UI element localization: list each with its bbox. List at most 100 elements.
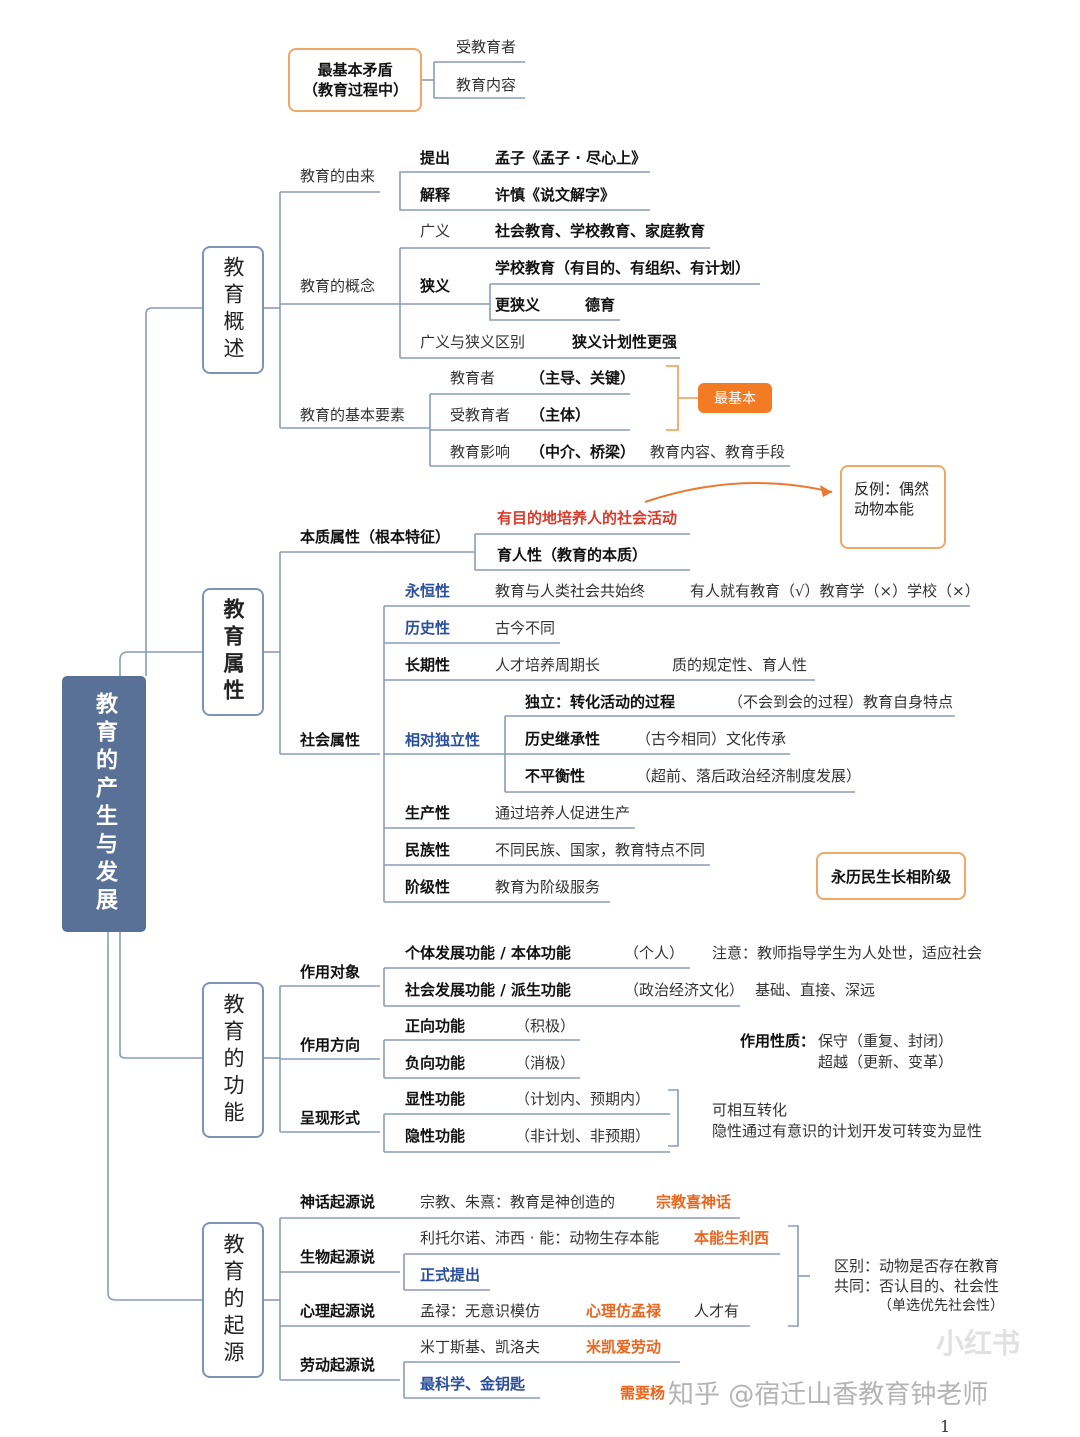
social-r4a-value: （不会到会的过程）教育自身特点 (728, 693, 954, 711)
element-2-value: （主体） (530, 406, 591, 424)
essence-value-1: 有目的地培养人的社会活动 (497, 509, 678, 527)
essence-value-2: 育人性（教育的本质） (497, 546, 648, 564)
fn-nature-2: 超越（更新、变革） (818, 1053, 954, 1071)
social-r1-value: 教育与人类社会共始终 (495, 582, 646, 600)
origin-labor-label: 劳动起源说 (300, 1356, 376, 1374)
section-attributes: 教育属性 (202, 588, 264, 716)
essence-label: 本质属性（根本特征） (300, 528, 451, 546)
social-r2-key: 历史性 (405, 619, 451, 637)
origin-myth-label: 神话起源说 (300, 1193, 376, 1211)
fn-object-b-key: 社会发展功能 / 派生功能 (405, 981, 571, 999)
counter-example-box: 反例：偶然动物本能 (840, 465, 946, 549)
social-r4-key: 相对独立性 (405, 731, 481, 749)
social-r2-value: 古今不同 (495, 619, 556, 637)
page-number: 1 (940, 1417, 951, 1436)
top-note-item-1: 受教育者 (456, 38, 517, 56)
root-topic: 教育的产生与发展 (62, 676, 146, 932)
fn-form-a-key: 显性功能 (405, 1090, 466, 1108)
elements-label: 教育的基本要素 (300, 406, 406, 424)
origin-bio-formal: 正式提出 (420, 1266, 481, 1284)
origin-labor-mnemonic: 米凯爱劳动 (586, 1338, 662, 1356)
concept-narrow-value-2-value: 德育 (585, 296, 616, 314)
social-r1-note: 有人就有教育（√）教育学（×）学校（×） (690, 582, 980, 600)
watermark-brand: 小红书 (936, 1327, 1021, 1360)
top-note-item-2: 教育内容 (456, 76, 517, 94)
social-r4b-value: （古今相同）文化传承 (636, 730, 787, 748)
origin-bio-label: 生物起源说 (300, 1248, 376, 1266)
element-1-key: 教育者 (450, 369, 496, 387)
social-r4c-key: 不平衡性 (525, 767, 586, 785)
element-3-value: （中介、桥梁） (530, 443, 636, 461)
mnemonic-text: 永历民生长相阶级 (830, 867, 951, 886)
fn-direction-b-key: 负向功能 (405, 1054, 466, 1072)
concept-broad-value: 社会教育、学校教育、家庭教育 (495, 222, 706, 240)
most-basic-tag: 最基本 (698, 383, 772, 413)
social-r4a-key: 独立：转化活动的过程 (525, 693, 676, 711)
social-r3-note: 质的规定性、育人性 (672, 656, 808, 674)
fn-object-a-note: 注意：教师指导学生为人处世，适应社会 (712, 944, 983, 962)
social-r3-key: 长期性 (405, 656, 451, 674)
fn-direction-a-key: 正向功能 (405, 1017, 466, 1035)
social-r4c-value: （超前、落后政治经济制度发展） (636, 767, 862, 785)
section-functions: 教育的功能 (202, 982, 264, 1138)
origin-r1-value: 孟子《孟子 · 尽心上》 (495, 149, 647, 167)
origin-psy-label: 心理起源说 (300, 1302, 376, 1320)
origin-r2-key: 解释 (420, 186, 451, 204)
origin-compare-diff: 区别：动物是否存在教育 (834, 1257, 1000, 1275)
fn-object-b-note: 基础、直接、深远 (755, 981, 876, 999)
origin-psy-value: 孟禄：无意识模仿 (420, 1302, 541, 1320)
concept-label: 教育的概念 (300, 277, 376, 295)
basic-contradiction-label: 最基本矛盾（教育过程中） (303, 61, 409, 99)
origin-r2-value: 许慎《说文解字》 (495, 186, 616, 204)
fn-direction-a-value: （积极） (515, 1017, 576, 1035)
fn-object-label: 作用对象 (300, 963, 361, 981)
concept-diff-value: 狭义计划性更强 (572, 333, 678, 351)
fn-form-b-value: （非计划、非预期） (515, 1127, 651, 1145)
element-1-value: （主导、关键） (530, 369, 636, 387)
section-origins: 教育的起源 (202, 1222, 264, 1378)
origin-labor-extra: 需要杨 (620, 1384, 666, 1402)
fn-object-a-value: （个人） (624, 944, 685, 962)
fn-form-note-2: 隐性通过有意识的计划开发可转变为显性 (712, 1122, 983, 1140)
counter-example-text: 反例：偶然动物本能 (854, 480, 930, 518)
element-3-note: 教育内容、教育手段 (650, 443, 786, 461)
fn-form-note-1: 可相互转化 (712, 1101, 788, 1119)
fn-nature-key: 作用性质： (740, 1032, 816, 1050)
watermark-site: 知乎 @宿迁山香教育钟老师 (668, 1380, 989, 1410)
origin-compare-note: （单选优先社会性） (878, 1298, 1004, 1314)
social-r7-key: 阶级性 (405, 878, 451, 896)
fn-form-a-value: （计划内、预期内） (515, 1090, 651, 1108)
social-r6-value: 不同民族、国家，教育特点不同 (495, 841, 706, 859)
concept-narrow-value-2-key: 更狭义 (495, 296, 541, 314)
fn-direction-label: 作用方向 (300, 1036, 361, 1054)
fn-form-label: 呈现形式 (300, 1109, 361, 1127)
basic-contradiction-box: 最基本矛盾（教育过程中） (288, 48, 422, 112)
origin-compare-same: 共同：否认目的、社会性 (834, 1277, 1000, 1295)
concept-narrow-value-1: 学校教育（有目的、有组织、有计划） (495, 259, 751, 277)
origin-labor-value: 米丁斯基、凯洛夫 (420, 1338, 541, 1356)
section-overview: 教育概述 (202, 246, 264, 374)
origin-label: 教育的由来 (300, 167, 376, 185)
social-r5-key: 生产性 (405, 804, 451, 822)
origin-bio-mnemonic: 本能生利西 (694, 1229, 770, 1247)
origin-r1-key: 提出 (420, 149, 451, 167)
origin-psy-note: 人才有 (694, 1302, 740, 1320)
social-r4b-key: 历史继承性 (525, 730, 601, 748)
fn-object-a-key: 个体发展功能 / 本体功能 (405, 944, 571, 962)
fn-object-b-value: （政治经济文化） (624, 981, 745, 999)
fn-form-b-key: 隐性功能 (405, 1127, 466, 1145)
mnemonic-box: 永历民生长相阶级 (816, 852, 966, 900)
origin-myth-mnemonic: 宗教喜神话 (656, 1193, 732, 1211)
fn-direction-b-value: （消极） (515, 1054, 576, 1072)
origin-myth-value: 宗教、朱熹：教育是神创造的 (420, 1193, 616, 1211)
origin-bio-value: 利托尔诺、沛西 · 能：动物生存本能 (420, 1229, 660, 1247)
social-label: 社会属性 (300, 731, 361, 749)
origin-labor-note: 最科学、金钥匙 (420, 1375, 526, 1393)
concept-narrow-key: 狭义 (420, 277, 451, 295)
social-r7-value: 教育为阶级服务 (495, 878, 601, 896)
element-3-key: 教育影响 (450, 443, 511, 461)
social-r3-value: 人才培养周期长 (495, 656, 601, 674)
fn-nature-1: 保守（重复、封闭） (818, 1032, 954, 1050)
